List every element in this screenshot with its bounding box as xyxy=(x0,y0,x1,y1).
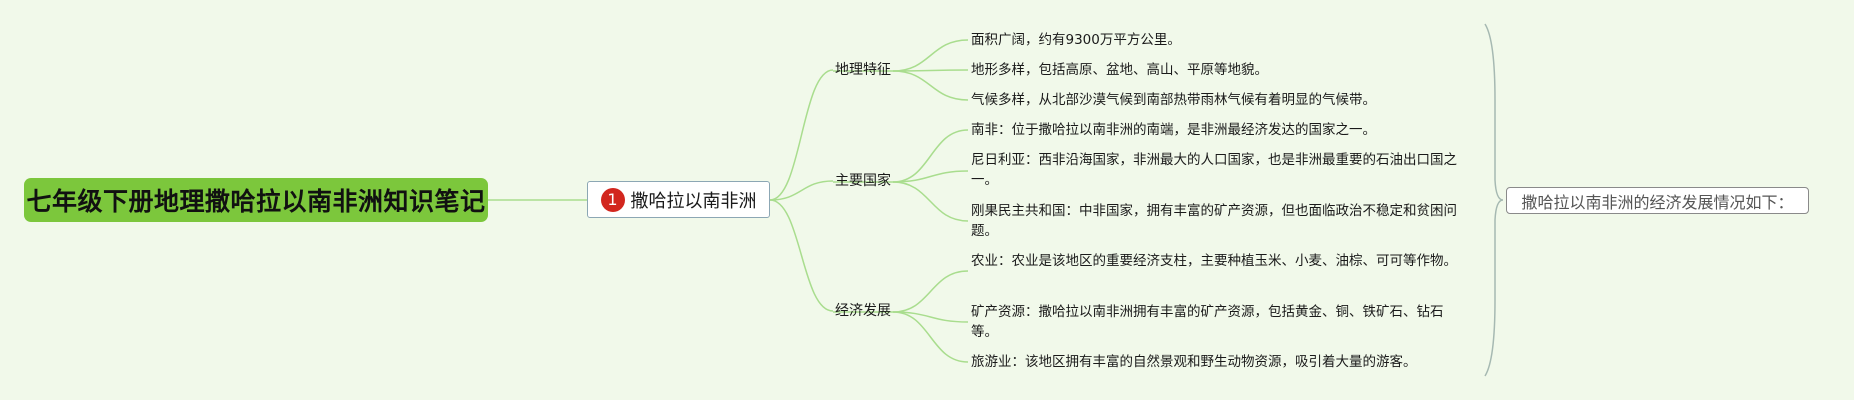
number-badge-icon: 1 xyxy=(600,187,625,212)
leaf-drc[interactable]: 刚果民主共和国：中非国家，拥有丰富的矿产资源，但也面临政治不稳定和贫困问题。 xyxy=(971,203,1457,239)
connector-leaf-0-2 xyxy=(892,70,969,101)
connector-leaf-2-0 xyxy=(892,270,969,313)
connector-branch-0 xyxy=(769,69,834,201)
leaf-nigeria[interactable]: 尼日利亚：西非沿海国家，非洲最大的人口国家，也是非洲最重要的石油出口国之一。 xyxy=(971,152,1457,188)
leaf-climate[interactable]: 气候多样，从北部沙漠气候到南部热带雨林气候有着明显的气候带。 xyxy=(971,92,1376,108)
branch-countries[interactable]: 主要国家 xyxy=(835,171,891,191)
leaf-south-africa[interactable]: 南非：位于撒哈拉以南非洲的南端，是非洲最经济发达的国家之一。 xyxy=(971,122,1376,138)
summary-label: 撒哈拉以南非洲的经济发展情况如下： xyxy=(1521,192,1794,212)
leaf-minerals[interactable]: 矿产资源：撒哈拉以南非洲拥有丰富的矿产资源，包括黄金、铜、铁矿石、钻石等。 xyxy=(971,304,1444,340)
branch-label: 地理特征 xyxy=(835,62,891,78)
root-topic[interactable]: 七年级下册地理撒哈拉以南非洲知识笔记 xyxy=(24,178,488,222)
connector-leaf-1-0 xyxy=(892,129,969,183)
summary-bracket xyxy=(1484,23,1504,377)
leaf-terrain[interactable]: 地形多样，包括高原、盆地、高山、平原等地貌。 xyxy=(971,62,1268,78)
main-topic[interactable]: 1 撒哈拉以南非洲 xyxy=(587,181,770,218)
connector-leaf-0-0 xyxy=(892,39,969,72)
connector-branch-2 xyxy=(769,199,834,312)
leaf-tourism[interactable]: 旅游业：该地区拥有丰富的自然景观和野生动物资源，吸引着大量的游客。 xyxy=(971,354,1417,370)
branch-label: 主要国家 xyxy=(835,173,891,189)
connector-branch-1 xyxy=(769,180,834,201)
leaf-agriculture[interactable]: 农业：农业是该地区的重要经济支柱，主要种植玉米、小麦、油棕、可可等作物。 xyxy=(971,253,1457,269)
branch-label: 经济发展 xyxy=(835,303,891,319)
connector-leaf-2-2 xyxy=(892,311,969,363)
root-topic-title: 七年级下册地理撒哈拉以南非洲知识笔记 xyxy=(26,187,486,216)
summary-topic[interactable]: 撒哈拉以南非洲的经济发展情况如下： xyxy=(1506,187,1809,214)
leaf-area[interactable]: 面积广阔，约有9300万平方公里。 xyxy=(971,32,1181,48)
branch-geography[interactable]: 地理特征 xyxy=(835,60,891,80)
connector-leaf-1-1 xyxy=(892,170,969,183)
main-topic-label: 撒哈拉以南非洲 xyxy=(630,190,757,212)
connector-leaf-2-1 xyxy=(892,311,969,323)
branch-economy[interactable]: 经济发展 xyxy=(835,301,891,321)
connector-leaf-1-2 xyxy=(892,181,969,222)
